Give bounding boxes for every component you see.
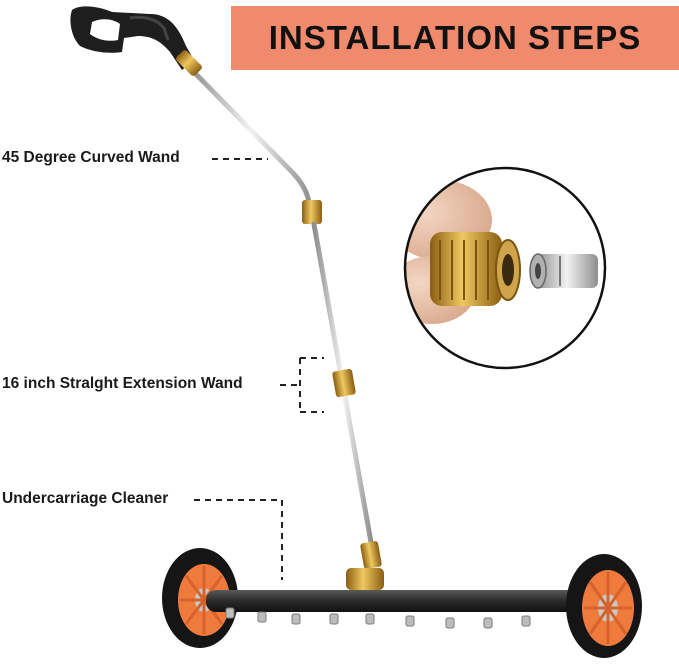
spray-nozzles [225,607,531,629]
cleaner-bar [206,590,582,612]
left-wheel [162,548,238,648]
curved-wand-label: 45 Degree Curved Wand [2,149,180,166]
leader-lines [194,158,324,580]
cleaner-label: Undercarriage Cleaner [2,490,169,507]
undercarriage-cleaner [162,548,642,658]
title-banner: INSTALLATION STEPS [231,6,679,70]
swivel-connector [346,568,384,590]
right-wheel [566,554,642,658]
chrome-plug [536,254,598,288]
straight-wand-label: 16 inch Stralght Extension Wand [2,375,243,392]
quick-connect-inset [403,166,607,370]
curved-wand [176,50,322,224]
brass-coupler-1 [302,200,322,224]
straight-extension-wand [311,221,382,569]
brass-coupler-2 [332,368,356,398]
brass-quick-coupler [430,232,502,306]
banner-title: INSTALLATION STEPS [268,19,642,56]
spray-gun-handle [70,6,194,70]
